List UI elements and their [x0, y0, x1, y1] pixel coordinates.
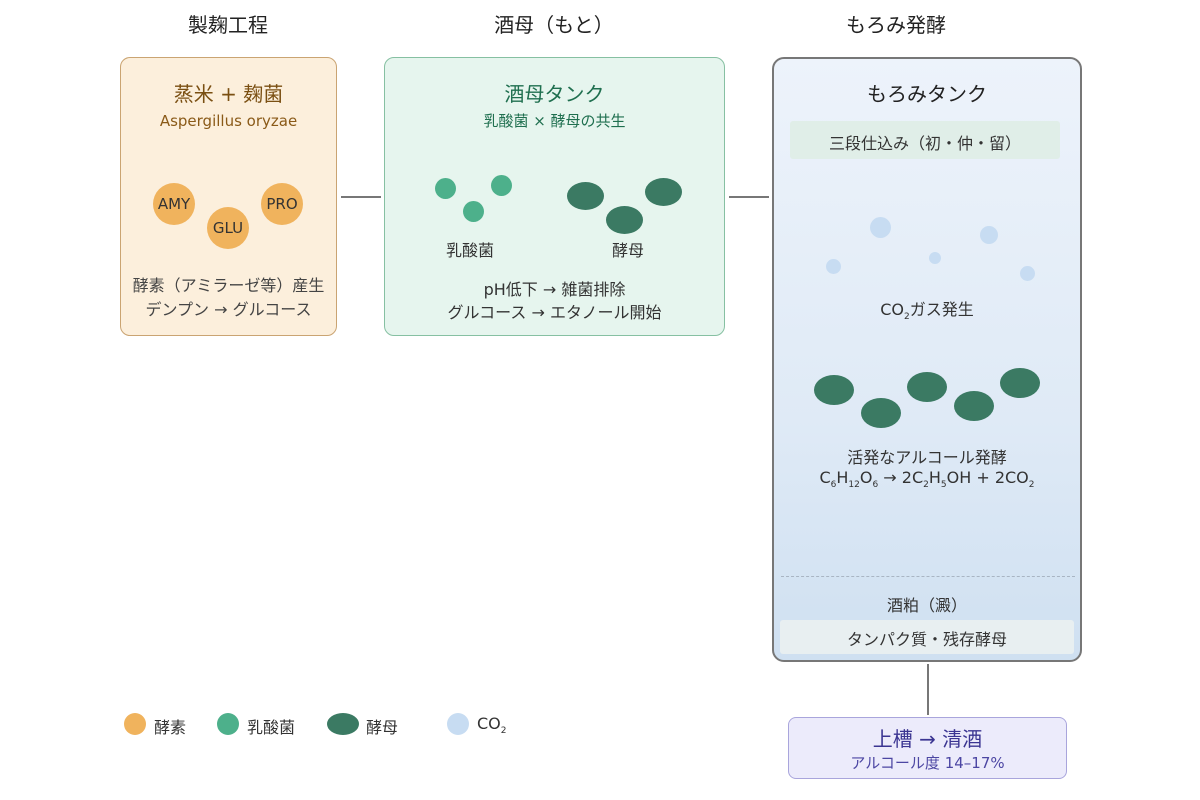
final-box: [788, 717, 1067, 779]
enzyme-glu-label: GLU: [212, 219, 244, 237]
moromi-lees-band: [780, 620, 1074, 654]
legend-lab-label: 乳酸菌: [247, 718, 296, 737]
yeast-cell-2: [606, 206, 643, 234]
koji-desc-2: デンプン → グルコース: [145, 300, 312, 319]
co2-suffix: ガス発生: [909, 300, 974, 319]
co2-subscript: 2: [904, 312, 910, 323]
co2-bubble-5: [1020, 266, 1035, 281]
eq-o-sub: 6: [872, 480, 879, 491]
lab-cell-3: [463, 201, 484, 222]
moromi-yeast-2: [861, 398, 901, 428]
final-line-2: アルコール度 14–17%: [850, 754, 1005, 772]
eq-oh: OH + 2CO: [946, 468, 1029, 487]
enzyme-amy-circle: AMY: [153, 183, 195, 225]
moto-lab-label: 乳酸菌: [445, 241, 494, 260]
stage-title-moromi: もろみ発酵: [846, 13, 946, 37]
moromi-yeast-4: [954, 391, 994, 421]
koji-heading: 蒸米 + 麹菌: [173, 82, 284, 106]
stage-title-moto: 酒母（もと）: [494, 13, 614, 37]
co2-text: CO: [880, 300, 904, 319]
connector-moromi-final: [927, 664, 929, 715]
moromi-stage-note: 三段仕込み（初・仲・留）: [828, 134, 1021, 153]
moromi-yeast-1: [814, 375, 854, 405]
yeast-cell-3: [645, 178, 682, 206]
enzyme-amy-label: AMY: [157, 195, 191, 213]
moto-subheading: 乳酸菌 × 酵母の共生: [483, 112, 626, 130]
eq-h2: H: [928, 468, 941, 487]
legend-enzyme-swatch: [124, 713, 146, 735]
lab-cell-2: [491, 175, 512, 196]
legend-yeast-swatch: [327, 713, 359, 735]
moto-heading: 酒母タンク: [504, 82, 605, 106]
eq-co2-sub: 2: [1028, 480, 1035, 491]
koji-species: Aspergillus oryzae: [159, 112, 298, 130]
legend-lab-swatch: [217, 713, 239, 735]
enzyme-pro-label: PRO: [266, 195, 298, 213]
co2-bubble-4: [929, 252, 941, 264]
moromi-lees-desc: タンパク質・残存酵母: [846, 630, 1007, 649]
moromi-lees-divider: [781, 576, 1075, 577]
koji-desc-1: 酵素（アミラーゼ等）産生: [132, 276, 325, 295]
moromi-yeast-5: [1000, 368, 1040, 398]
eq-arrow: → 2C: [878, 468, 924, 487]
eq-h: H: [836, 468, 849, 487]
moto-yeast-label: 酵母: [611, 241, 644, 260]
moromi-lees-label: 酒粕（澱）: [886, 596, 967, 615]
legend-yeast-label: 酵母: [366, 718, 399, 737]
legend-co2-text: CO: [477, 714, 501, 733]
yeast-cell-1: [567, 182, 604, 210]
eq-c2-sub: 2: [923, 480, 929, 491]
eq-c: C: [819, 468, 831, 487]
eq-c-sub: 6: [830, 480, 837, 491]
moromi-equation: C6H12O6 → 2C2H5OH + 2CO2: [772, 468, 1082, 490]
stage-title-koji: 製麹工程: [188, 13, 268, 37]
co2-bubble-3: [826, 259, 841, 274]
moromi-heading: もろみタンク: [867, 82, 987, 106]
lab-cell-1: [435, 178, 456, 199]
legend-co2-label: CO2: [477, 714, 507, 736]
moromi-yeast-3: [907, 372, 947, 402]
moto-desc-1: pH低下 → 雑菌排除: [483, 280, 626, 299]
eq-h-sub: 12: [848, 480, 860, 491]
moromi-stage-band: [790, 121, 1060, 159]
moromi-ferment-label: 活発なアルコール発酵: [847, 448, 1007, 467]
enzyme-glu-circle: GLU: [207, 207, 249, 249]
co2-bubble-1: [870, 217, 891, 238]
connector-koji-moto: [341, 196, 381, 198]
legend-co2-subscript: 2: [500, 726, 507, 737]
eq-h2-sub: 5: [940, 480, 947, 491]
eq-o: O: [859, 468, 873, 487]
final-line-1: 上槽 → 清酒: [872, 727, 983, 751]
moromi-co2-label: CO2ガス発生: [772, 296, 1082, 322]
moto-desc-2: グルコース → エタノール開始: [447, 303, 662, 322]
legend-enzyme-label: 酵素: [154, 718, 187, 737]
legend-co2-swatch: [447, 713, 469, 735]
enzyme-pro-circle: PRO: [261, 183, 303, 225]
co2-bubble-2: [980, 226, 998, 244]
connector-moto-moromi: [729, 196, 769, 198]
